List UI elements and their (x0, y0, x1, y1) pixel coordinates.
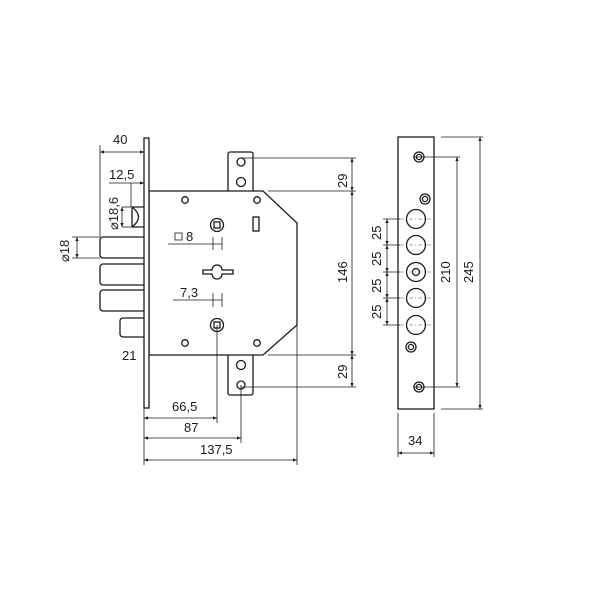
dim-bottom-29: 29 (335, 365, 350, 379)
faceplate (143, 137, 150, 409)
dim-pitch-2: 25 (369, 252, 384, 266)
dim-34: 34 (408, 433, 422, 448)
bolts (99, 206, 147, 338)
square-symbol (174, 232, 183, 241)
dim-87: 87 (184, 420, 198, 435)
dim-40: 40 (113, 132, 127, 147)
dim-pitch-3: 25 (369, 279, 384, 293)
dim-pitch-4: 25 (369, 305, 384, 319)
dim-8: 8 (186, 229, 193, 244)
dim-245: 245 (461, 261, 476, 283)
dim-12-5: 12,5 (109, 167, 134, 182)
dim-21: 21 (122, 348, 136, 363)
bottom-tab (227, 351, 254, 396)
dim-146: 146 (335, 261, 350, 283)
dim-latch-dia: ⌀18,6 (106, 197, 121, 230)
faceplate-dimension-lines (383, 136, 483, 457)
dim-top-29: 29 (335, 174, 350, 188)
dim-bolt-dia: ⌀18 (57, 240, 72, 262)
dim-pitch-1: 25 (369, 226, 384, 240)
dim-66-5: 66,5 (172, 399, 197, 414)
top-tab (227, 151, 254, 195)
dimension-lines (72, 145, 356, 465)
dim-137-5: 137,5 (200, 442, 233, 457)
dim-210: 210 (438, 261, 453, 283)
faceplate-front (397, 136, 435, 410)
dim-7-3: 7,3 (180, 285, 198, 300)
